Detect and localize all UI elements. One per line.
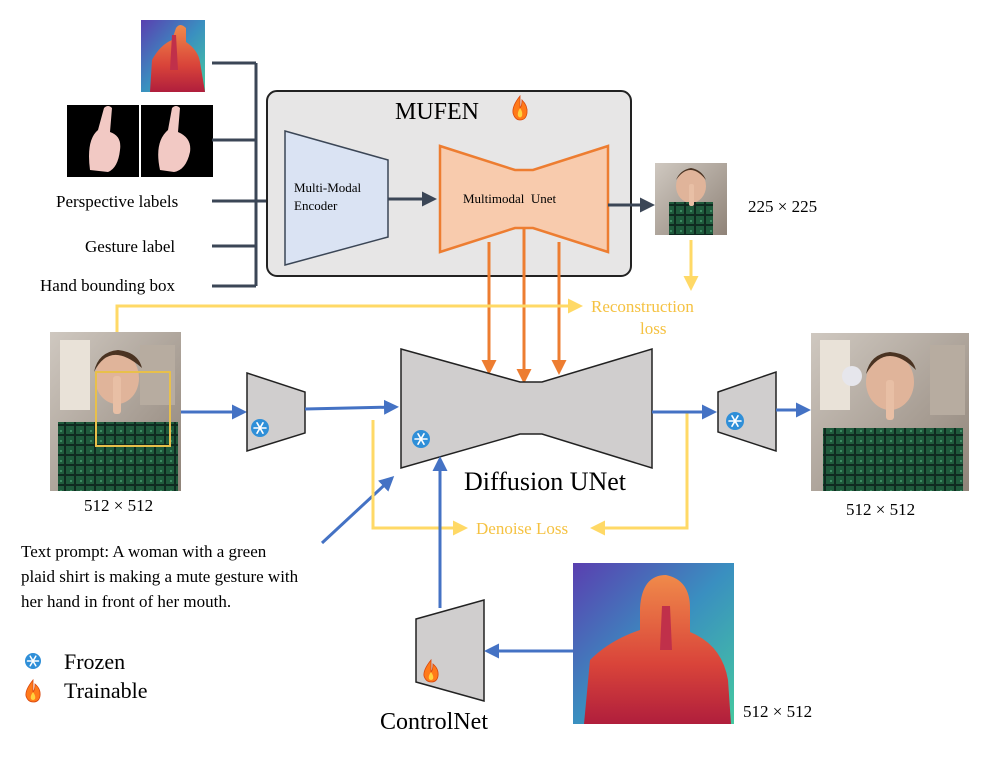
multimodal-unet-block [438,144,610,254]
diffusion-unet-label: Diffusion UNet [464,467,627,496]
encoder-label-line1: Multi-Modal [294,180,362,195]
legend-fire-icon [25,678,41,703]
perspective-labels-text: Perspective labels [56,192,178,211]
controlnet-fire-icon [423,658,439,683]
text-prompt-line3: her hand in front of her mouth. [21,592,231,611]
denoise-loss-label: Denoise Loss [476,519,568,538]
legend-snowflake-icon [25,653,41,669]
multimodal-encoder-block [284,130,389,266]
vae-encoder-block [246,371,306,453]
reconstruction-loss-path-left [115,298,583,375]
input-image-size: 512 × 512 [84,496,153,515]
input-image [50,332,181,491]
hand-bounding-box-text: Hand bounding box [40,276,176,295]
hand-render-image-right [141,105,213,177]
mufen-fire-icon [512,94,528,121]
depth-thumbnail-image [141,20,205,92]
text-prompt-line2: plaid shirt is making a mute gesture wit… [21,567,299,586]
legend-trainable-label: Trainable [64,678,148,703]
reconstruction-loss-label-line2: loss [640,319,666,338]
depth-map-image [573,563,734,724]
prompt-to-diffusion-arrow [320,475,395,545]
vae-encoder-to-diffusion-arrow [304,399,399,415]
hand-render-image-left [67,105,139,177]
small-output-image [655,163,727,235]
denoise-loss-path-left [371,420,468,536]
denoise-loss-path-right [590,412,689,536]
vae-decoder-block [717,370,777,453]
legend-frozen-label: Frozen [64,649,125,674]
output-image-size: 512 × 512 [846,500,915,519]
controlnet-label: ControlNet [380,709,488,735]
controlnet-block [415,599,485,702]
text-prompt-line1: Text prompt: A woman with a green [21,542,267,561]
hand-bounding-box-overlay [95,371,171,447]
input-bracket [212,61,258,288]
gesture-label-text: Gesture label [85,237,175,256]
vae-encoder-snowflake-icon [251,419,269,437]
encoder-label-line2: Encoder [294,198,338,213]
multimodal-unet-label: Multimodal Unet [463,191,557,206]
vae-decoder-snowflake-icon [726,412,744,430]
diffusion-snowflake-icon [412,430,430,448]
small-output-size: 225 × 225 [748,197,817,216]
diffusion-unet-block [400,347,653,470]
output-image [811,333,969,491]
mufen-title: MUFEN [395,99,479,125]
reconstruction-loss-label-line1: Reconstruction [591,297,694,316]
depth-image-size: 512 × 512 [743,702,812,721]
